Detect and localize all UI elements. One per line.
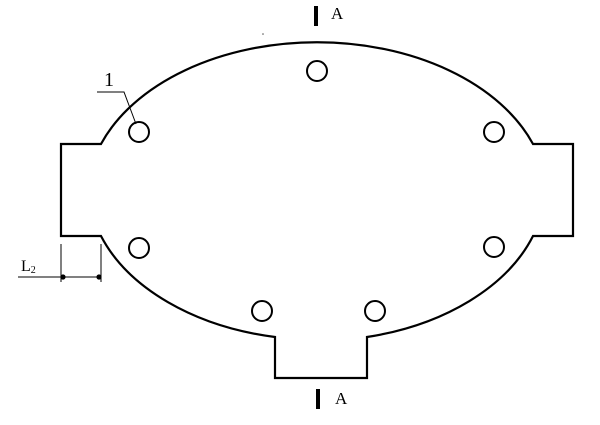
- callout-leader: [97, 91, 137, 125]
- scan-speck: [262, 33, 264, 35]
- hole-bottom-right: [364, 300, 386, 322]
- dimension-arrow-right: [96, 274, 102, 280]
- plate-outline: [59, 41, 575, 380]
- dimension-label-subscript: 2: [31, 265, 36, 276]
- hole-top: [306, 60, 328, 82]
- hole-upper-left: [128, 121, 150, 143]
- dimension-label-main: L: [21, 258, 31, 275]
- hole-bottom-left: [251, 300, 273, 322]
- section-bar-top: [314, 6, 318, 26]
- hole-lower-left: [128, 237, 150, 259]
- section-bar-bottom: [316, 389, 320, 409]
- dimension-arrow-left: [60, 274, 66, 280]
- section-label-top: A: [331, 4, 344, 23]
- dimension-label: L2: [21, 258, 36, 276]
- callout-label: 1: [104, 69, 114, 91]
- section-label-bottom: A: [335, 389, 348, 408]
- hole-lower-right: [483, 236, 505, 258]
- hole-upper-right: [483, 121, 505, 143]
